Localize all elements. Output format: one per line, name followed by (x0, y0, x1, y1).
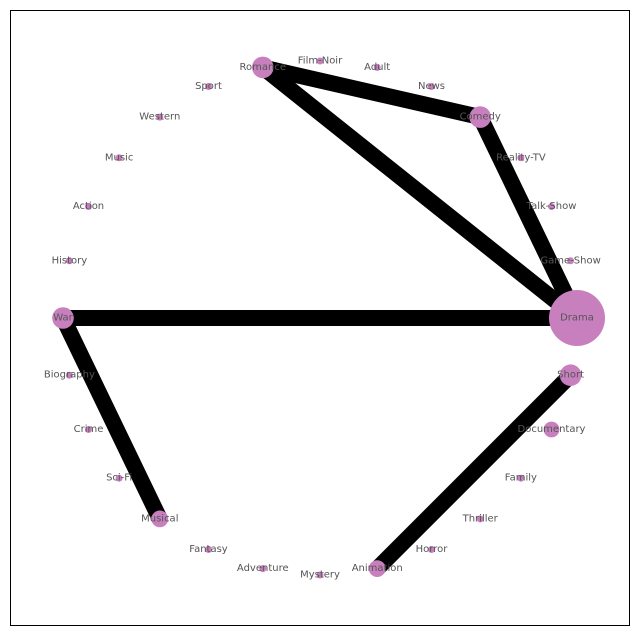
plot-frame (10, 10, 630, 626)
edge-short-animation (371, 369, 577, 575)
node-label-crime: Crime (74, 424, 104, 435)
node-label-animation: Animation (352, 563, 403, 574)
node-sci-fi[interactable] (115, 474, 123, 482)
node-label-documentary: Documentary (518, 424, 586, 435)
node-label-game-show: Game-Show (540, 255, 600, 266)
node-label-sport: Sport (195, 81, 222, 92)
node-adult[interactable] (373, 63, 381, 71)
edges-layer (55, 59, 585, 575)
node-news[interactable] (428, 83, 435, 90)
node-family[interactable] (517, 474, 525, 482)
node-horror[interactable] (428, 546, 435, 553)
node-comedy[interactable] (469, 106, 492, 128)
node-adventure[interactable] (259, 565, 267, 573)
node-label-talk-show: Talk-Show (526, 201, 577, 212)
node-label-sci-fi: Sci-Fi (106, 473, 132, 484)
node-drama[interactable] (549, 290, 605, 346)
node-label-history: History (52, 255, 88, 266)
edge-war-musical (55, 314, 168, 523)
node-label-thriller: Thriller (462, 513, 499, 524)
node-musical[interactable] (151, 510, 169, 528)
node-crime[interactable] (85, 426, 92, 433)
node-label-film-noir: Film-Noir (298, 56, 343, 67)
node-film-noir[interactable] (316, 57, 324, 65)
node-label-comedy: Comedy (460, 112, 501, 123)
node-game-show[interactable] (567, 257, 575, 265)
edge-drama-romance (257, 61, 582, 325)
node-history[interactable] (65, 257, 73, 265)
node-war[interactable] (52, 307, 74, 329)
node-talk-show[interactable] (548, 203, 555, 210)
node-thriller[interactable] (476, 515, 484, 523)
node-label-drama: Drama (560, 313, 594, 324)
edge-drama-comedy (472, 113, 585, 322)
node-music[interactable] (115, 154, 123, 162)
node-label-mystery: Mystery (300, 570, 340, 581)
node-animation[interactable] (368, 560, 386, 577)
node-label-news: News (418, 81, 445, 92)
node-fantasy[interactable] (205, 546, 212, 553)
node-label-western: Western (139, 112, 180, 123)
labels-layer: Drama Game-Show Talk-Show Reality-TV Comedy N… (44, 56, 601, 581)
node-label-reality-tv: Reality-TV (496, 152, 546, 163)
node-label-music: Music (105, 152, 133, 163)
edge-romance-comedy (261, 59, 482, 125)
node-biography[interactable] (65, 371, 73, 379)
node-label-fantasy: Fantasy (189, 544, 228, 555)
node-label-short: Short (557, 370, 584, 381)
node-label-adventure: Adventure (237, 563, 289, 574)
nodes-layer (52, 56, 605, 579)
node-label-horror: Horror (416, 544, 449, 555)
node-mystery[interactable] (316, 571, 324, 579)
node-reality-tv[interactable] (517, 154, 525, 162)
node-label-family: Family (505, 473, 537, 484)
node-label-musical: Musical (141, 513, 178, 524)
node-label-action: Action (73, 201, 104, 212)
node-label-biography: Biography (44, 370, 95, 381)
node-sport[interactable] (205, 83, 212, 90)
node-label-adult: Adult (364, 62, 390, 73)
node-label-romance: Romance (240, 62, 286, 73)
node-short[interactable] (559, 364, 582, 387)
node-label-war: War (53, 313, 73, 324)
node-western[interactable] (156, 113, 164, 121)
node-documentary[interactable] (543, 421, 560, 438)
node-action[interactable] (85, 203, 92, 210)
node-romance[interactable] (251, 56, 274, 79)
